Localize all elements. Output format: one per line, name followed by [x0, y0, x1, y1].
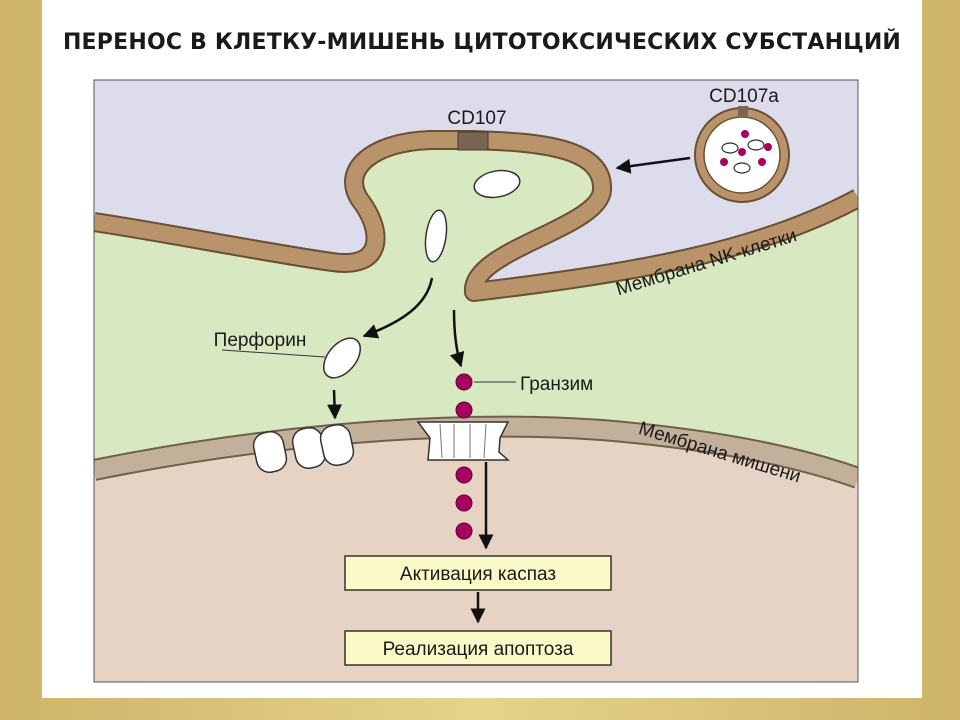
diagram: Активация каспаз Реализация апоптоза CD1… [93, 79, 859, 683]
perforin-pores [252, 423, 355, 474]
cd107-label: CD107 [447, 108, 506, 129]
cd107a-vesicle [694, 106, 790, 203]
granule [473, 169, 521, 199]
granule [424, 209, 448, 263]
cd107a-label: CD107a [709, 86, 779, 107]
slide-title: ПЕРЕНОС В КЛЕТКУ-МИШЕНЬ ЦИТОТОКСИЧЕСКИХ … [62, 30, 902, 55]
slide: ПЕРЕНОС В КЛЕТКУ-МИШЕНЬ ЦИТОТОКСИЧЕСКИХ … [42, 0, 922, 698]
granzyme-dot [455, 466, 473, 484]
granzyme-dot [455, 494, 473, 512]
perforin-channel [416, 421, 510, 461]
target-cytoplasm [94, 426, 858, 682]
perforin-leader [221, 349, 326, 358]
caspase-label: Активация каспаз [400, 564, 556, 585]
apoptosis-box [344, 630, 612, 666]
granzyme-dot [455, 373, 473, 391]
target-membrane [94, 417, 858, 487]
granzyme-dot [455, 401, 473, 419]
perforin-label: Перфорин [214, 330, 307, 351]
granzyme-path-arrow [449, 309, 465, 368]
perforin-arrow [327, 389, 343, 420]
granzyme-dot [455, 522, 473, 540]
apoptosis-label: Реализация апоптоза [383, 639, 574, 660]
perforin-path-arrow [362, 277, 434, 339]
perforin-vesicle [322, 337, 362, 379]
cd107-marker [457, 131, 489, 151]
granzyme-label: Гранзим [520, 374, 593, 395]
fusion-arrow [615, 156, 691, 174]
caspase-box [344, 555, 612, 591]
nk-membrane [94, 132, 858, 300]
